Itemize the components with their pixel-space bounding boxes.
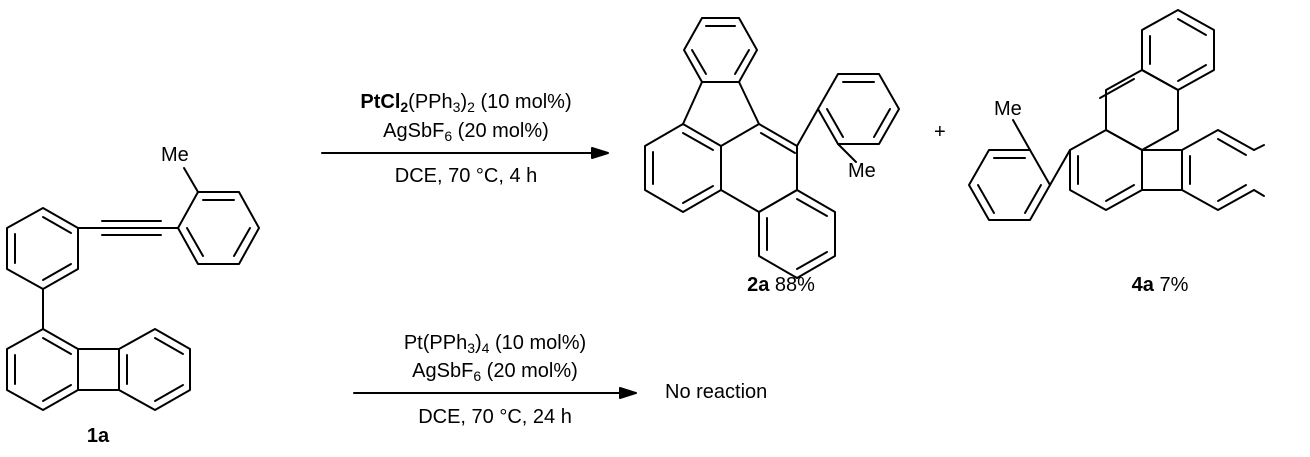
compound-label-4a: 4a 7% [1132, 273, 1189, 297]
bottom-additive-load: (20 mol%) [481, 360, 578, 382]
bottom-catalyst-sub: 3 [467, 340, 475, 356]
bottom-additive-line: AgSbF6 (20 mol%) [412, 359, 578, 383]
bottom-additive: AgSbF [412, 360, 474, 382]
top-catalyst-rest-sub: 3 [452, 99, 461, 115]
compound-label-2a: 2a 88% [747, 273, 815, 297]
top-catalyst-line: PtCl2(PPh3)2 (10 mol%) [360, 90, 571, 114]
top-catalyst-bold: PtCl [360, 91, 401, 113]
bottom-conditions: DCE, 70 °C, 24 h [418, 406, 572, 428]
plus-sign: + [934, 121, 946, 143]
bottom-catalyst-tail-sub: 4 [481, 340, 490, 356]
compound-label-1a: 1a [86, 425, 110, 447]
top-additive-load: (20 mol%) [452, 120, 549, 142]
reaction-arrow-top [321, 147, 609, 159]
top-additive-sub: 6 [444, 128, 453, 144]
compound-2a-id: 2a [747, 274, 770, 296]
top-catalyst-load: (10 mol%) [474, 91, 572, 113]
top-additive-line: AgSbF6 (20 mol%) [383, 119, 549, 143]
bottom-catalyst-line: Pt(PPh3)4 (10 mol%) [404, 331, 586, 355]
compound-4a-id: 4a [1131, 274, 1154, 296]
methyl-label-4a: Me [994, 98, 1022, 120]
top-catalyst-bold-sub: 2 [400, 99, 409, 115]
no-reaction-text: No reaction [665, 381, 768, 403]
compound-4a-structure [968, 9, 1265, 221]
bottom-catalyst: Pt(PPh [403, 332, 468, 354]
compound-4a-yield: 7% [1159, 274, 1189, 296]
bottom-catalyst-tail: ) [474, 332, 482, 354]
top-catalyst-rest: (PPh [408, 91, 453, 113]
bottom-additive-sub: 6 [473, 368, 482, 384]
top-catalyst-tail-sub: 2 [467, 99, 475, 115]
bottom-catalyst-load: (10 mol%) [489, 332, 587, 354]
top-conditions: DCE, 70 °C, 4 h [394, 165, 538, 187]
compound-2a-structure [644, 17, 900, 279]
compound-1a-structure [6, 167, 260, 411]
methyl-label-2a: Me [848, 160, 876, 182]
top-catalyst-tail: ) [460, 91, 468, 113]
methyl-label-1a: Me [161, 144, 189, 166]
reaction-arrow-bottom [353, 387, 637, 399]
top-additive: AgSbF [383, 120, 445, 142]
compound-2a-yield: 88% [774, 274, 815, 296]
